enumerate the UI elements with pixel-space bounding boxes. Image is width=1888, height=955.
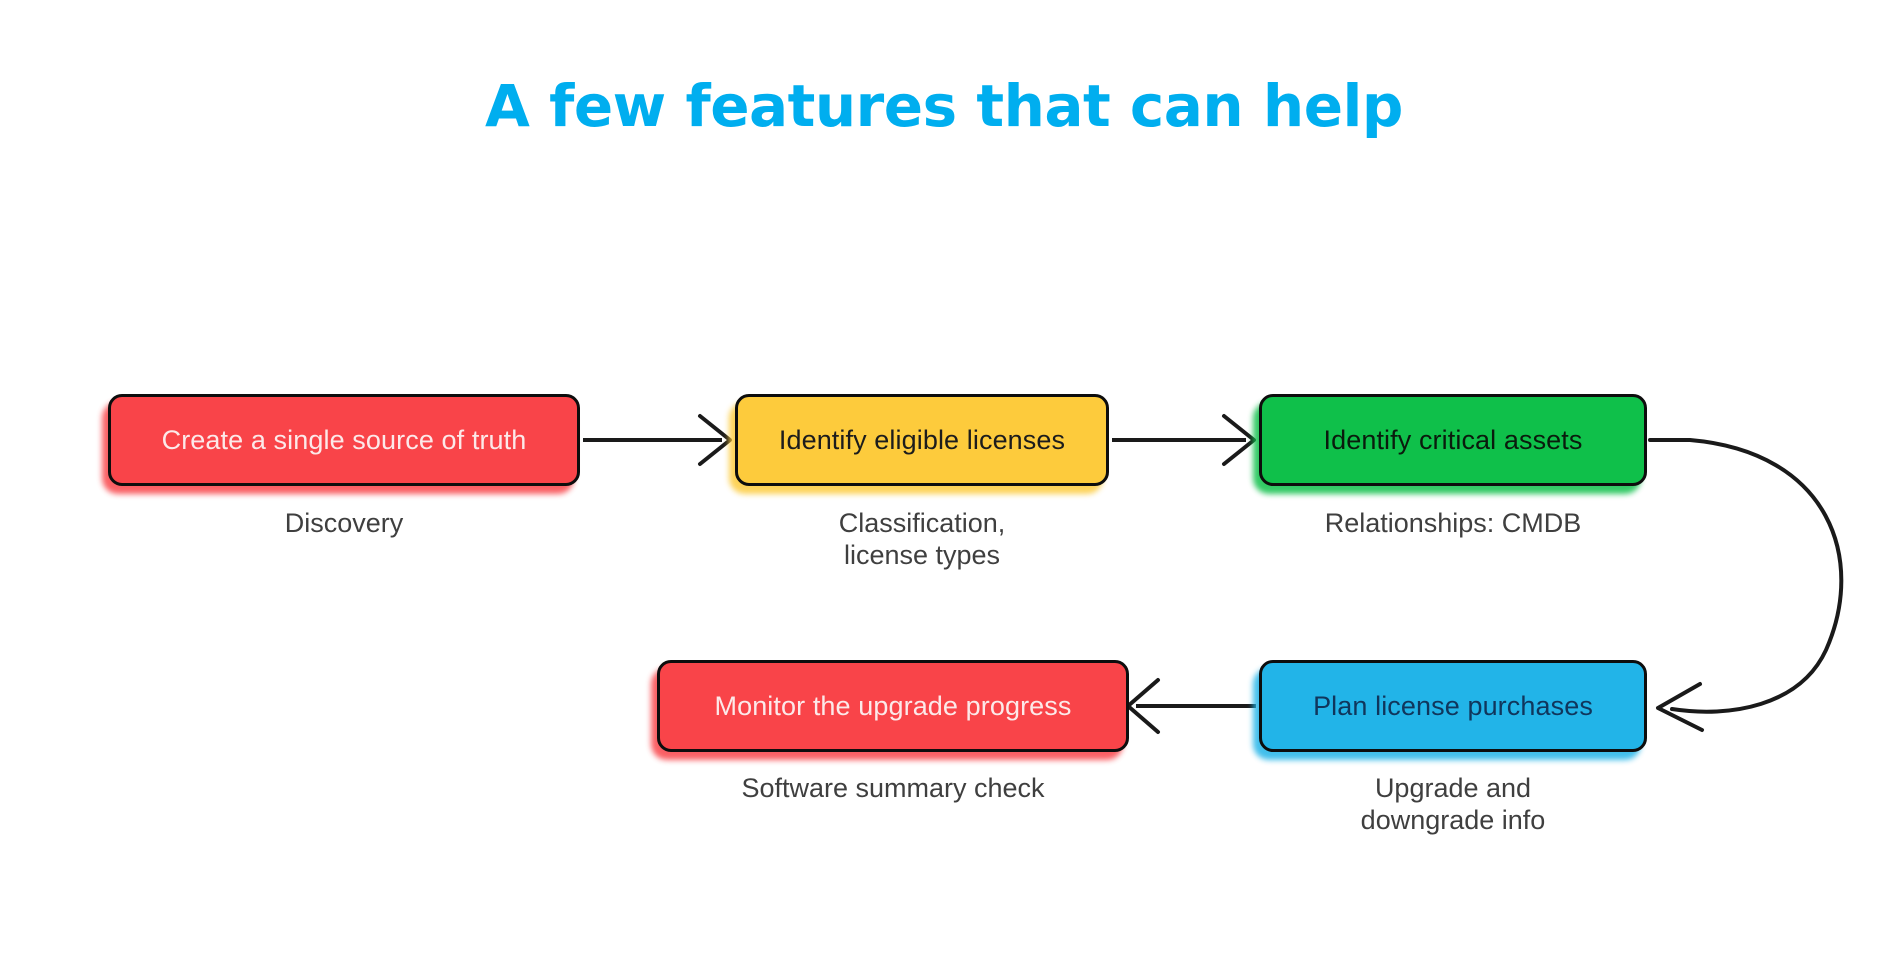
node-label: Plan license purchases xyxy=(1313,690,1593,721)
node-box[interactable]: Identify eligible licenses xyxy=(735,394,1109,486)
node-caption: Upgrade and downgrade info xyxy=(1360,773,1546,835)
node-label: Create a single source of truth xyxy=(161,424,527,455)
node-label: Identify critical assets xyxy=(1323,424,1583,455)
node-box[interactable]: Plan license purchases xyxy=(1259,660,1647,752)
page-title: A few features that can help xyxy=(485,72,1403,140)
arrow-3-to-4 xyxy=(1648,438,1844,732)
node-box[interactable]: Monitor the upgrade progress xyxy=(657,660,1129,752)
arrow-4-to-5 xyxy=(1126,678,1256,734)
node-label: Monitor the upgrade progress xyxy=(714,690,1072,721)
node-caption: Classification, license types xyxy=(838,508,1006,570)
node-caption: Software summary check xyxy=(741,773,1045,803)
arrow-2-to-3 xyxy=(1112,414,1256,466)
node-box[interactable]: Create a single source of truth xyxy=(108,394,580,486)
node-box[interactable]: Identify critical assets xyxy=(1259,394,1647,486)
node-caption: Relationships: CMDB xyxy=(1324,508,1582,538)
arrow-1-to-2 xyxy=(583,414,732,466)
node-label: Identify eligible licenses xyxy=(778,424,1066,455)
node-caption: Discovery xyxy=(284,508,404,538)
